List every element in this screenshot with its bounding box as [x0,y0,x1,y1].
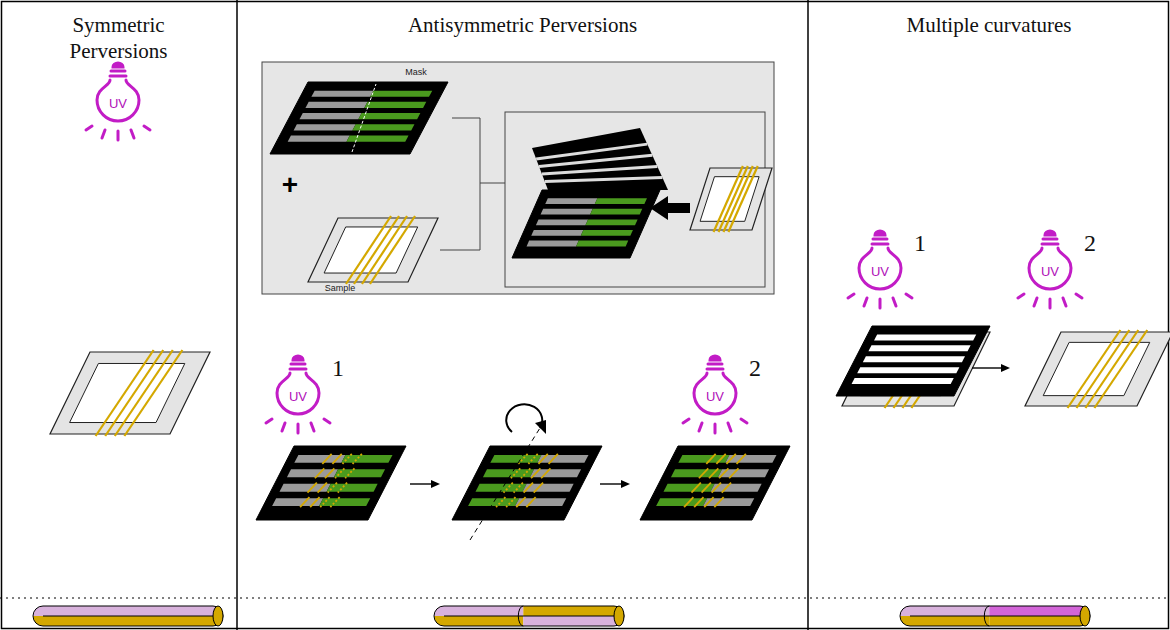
step-number: 1 [332,355,344,382]
step-number: 2 [1084,230,1096,257]
lamp-label: UV [706,389,724,404]
panel-heading: Symmetric Perversions [44,12,194,65]
panel-heading: Multiple curvatures [819,12,1159,38]
part-label: Sample [325,283,356,293]
lamp-label: UV [109,96,127,111]
lamp-label: UV [871,264,889,279]
panel: Symmetric Perversions [0,0,237,630]
panel: Antisymmetric Perversions [237,0,808,630]
lamp-label: UV [1041,264,1059,279]
part-label: Mask [405,67,427,77]
step-number: 1 [914,230,926,257]
panel-heading: Antisymmetric Perversions [253,12,793,38]
step-number: 2 [749,355,761,382]
lamp-label: UV [289,389,307,404]
svg-text:+: + [282,169,298,200]
panel: Multiple curvatures [808,0,1170,630]
